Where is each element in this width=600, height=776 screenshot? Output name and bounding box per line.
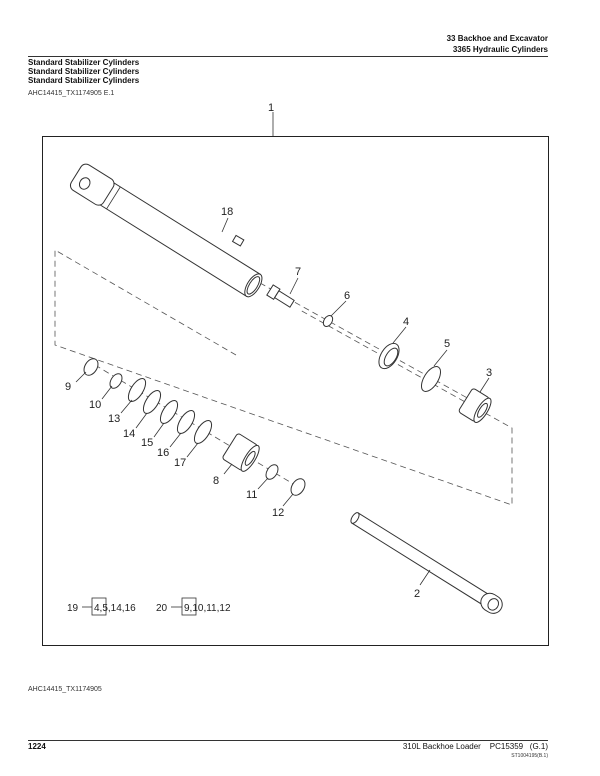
callout-10: 10 <box>89 399 101 411</box>
callout-1: 1 <box>268 102 274 114</box>
group-heading: 3365 Hydraulic Cylinders <box>452 45 548 54</box>
kit-20: 20 9,10,11,12 <box>156 597 231 616</box>
callout-18: 18 <box>221 206 233 218</box>
part-2-rod <box>350 512 503 614</box>
axis-line <box>259 282 481 406</box>
leader-line <box>289 277 299 295</box>
callout-17: 17 <box>174 457 186 469</box>
leader-line <box>257 477 269 490</box>
callout-6: 6 <box>344 290 350 302</box>
footer-code: ST1004195(B.1) <box>511 753 548 759</box>
callout-16: 16 <box>157 447 169 459</box>
section-heading: 33 Backhoe and Excavator <box>446 34 548 43</box>
leader-line <box>135 412 148 429</box>
page-number: 1224 <box>28 742 46 751</box>
leader-line <box>120 399 133 414</box>
kit-items: 9,10,11,12 <box>184 603 231 614</box>
part-9 <box>83 358 99 376</box>
part-5 <box>420 366 442 392</box>
part-13 <box>127 378 147 402</box>
part-15 <box>159 400 179 424</box>
page-title: Standard Stabilizer Cylinders <box>28 67 140 76</box>
leader-line <box>153 422 165 438</box>
footer-rule <box>28 740 548 741</box>
leader-line <box>419 569 431 586</box>
leader-line <box>282 493 294 507</box>
leader-line <box>330 300 347 317</box>
callout-8: 8 <box>213 475 219 487</box>
cylinder-barrel <box>69 163 263 298</box>
leader-line <box>223 463 233 475</box>
part-8 <box>222 433 260 472</box>
figure-reference-bottom: AHC14415_TX1174905 <box>28 686 102 693</box>
callout-13: 13 <box>108 413 120 425</box>
part-6 <box>322 314 334 328</box>
catalog-number: PC15359 (G.1) <box>489 742 548 751</box>
callout-15: 15 <box>141 437 153 449</box>
machine-name: 310L Backhoe Loader <box>402 742 481 751</box>
leader-line <box>186 442 199 458</box>
leader-line <box>75 371 87 383</box>
assembly-outline <box>54 249 513 506</box>
callout-3: 3 <box>486 367 492 379</box>
part-7 <box>266 284 295 308</box>
part-16 <box>176 410 196 434</box>
callout-4: 4 <box>403 316 409 328</box>
part-12 <box>290 478 306 496</box>
illustration-frame <box>42 136 549 646</box>
callout-9: 9 <box>65 381 71 393</box>
page-title: Standard Stabilizer Cylinders <box>28 76 140 85</box>
footer-info: 310L Backhoe Loader PC15359 (G.1) <box>403 742 548 751</box>
leader-line <box>221 217 229 233</box>
leader-line <box>101 385 113 400</box>
callout-11: 11 <box>246 489 257 501</box>
page-title: Standard Stabilizer Cylinders <box>28 58 140 67</box>
kit-items: 4,5,14,16 <box>94 603 136 614</box>
figure-reference: AHC14415_TX1174905 E.1 <box>28 90 115 97</box>
leader-line <box>392 326 407 344</box>
part-11 <box>265 464 279 480</box>
callout-2: 2 <box>414 588 420 600</box>
leader-line <box>169 432 182 448</box>
grease-fitting <box>231 234 245 247</box>
kit-number: 19 <box>67 603 79 614</box>
part-3 <box>458 388 492 423</box>
header-rule <box>28 56 548 57</box>
callout-12: 12 <box>272 507 284 519</box>
part-14 <box>142 390 162 414</box>
leader-line <box>433 349 448 367</box>
part-10 <box>109 373 123 389</box>
leader-line <box>479 377 490 393</box>
kit-19: 19 4,5,14,16 <box>67 597 136 616</box>
kit-number: 20 <box>156 603 168 614</box>
callout-7: 7 <box>295 266 301 278</box>
callout-5: 5 <box>444 338 450 350</box>
callout-14: 14 <box>123 428 135 440</box>
part-17 <box>193 420 213 444</box>
